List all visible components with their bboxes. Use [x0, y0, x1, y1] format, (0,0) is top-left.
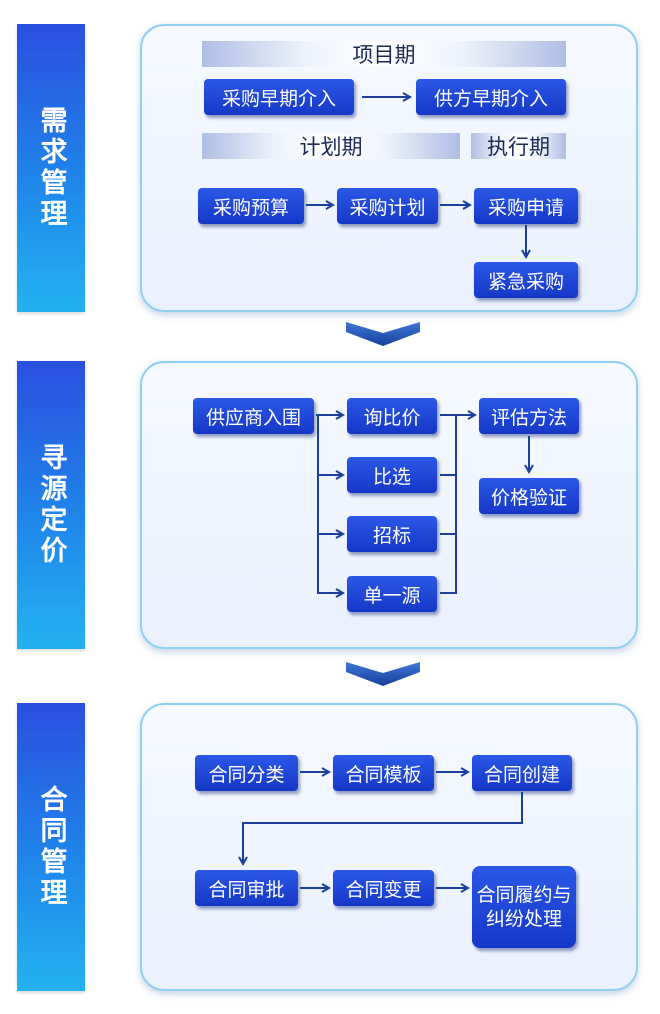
node-supplier-early: 供方早期介入	[416, 79, 566, 115]
node-apply: 采购申请	[474, 188, 578, 224]
section-label-sourcing-text: 寻源定价	[35, 443, 67, 567]
node-shortlist: 供应商入围	[193, 398, 314, 434]
chevron-down-icon	[346, 662, 420, 686]
node-early-involve: 采购早期介入	[204, 79, 354, 115]
node-tender: 招标	[347, 516, 437, 552]
node-single: 单一源	[347, 576, 437, 612]
phase-project: 项目期	[202, 41, 566, 67]
node-urgent: 紧急采购	[474, 262, 578, 298]
node-create: 合同创建	[472, 755, 572, 791]
node-plan: 采购计划	[337, 188, 438, 224]
section-label-contract: 合同管理	[17, 703, 85, 991]
node-template: 合同模板	[333, 755, 434, 791]
node-compare: 比选	[347, 457, 437, 493]
node-verify: 价格验证	[479, 478, 579, 514]
phase-execute: 执行期	[471, 133, 566, 159]
node-approve: 合同审批	[195, 870, 298, 906]
node-budget: 采购预算	[198, 188, 304, 224]
section-label-demand-text: 需求管理	[35, 106, 67, 230]
node-perform: 合同履约与纠纷处理	[472, 866, 576, 948]
section-label-contract-text: 合同管理	[35, 785, 67, 909]
node-evaluate: 评估方法	[479, 398, 579, 434]
section-label-sourcing: 寻源定价	[17, 361, 85, 649]
node-inquiry: 询比价	[347, 398, 437, 434]
phase-plan: 计划期	[202, 133, 460, 159]
section-label-demand: 需求管理	[17, 24, 85, 312]
chevron-down-icon	[346, 322, 420, 346]
node-change: 合同变更	[333, 870, 434, 906]
node-classify: 合同分类	[195, 755, 298, 791]
